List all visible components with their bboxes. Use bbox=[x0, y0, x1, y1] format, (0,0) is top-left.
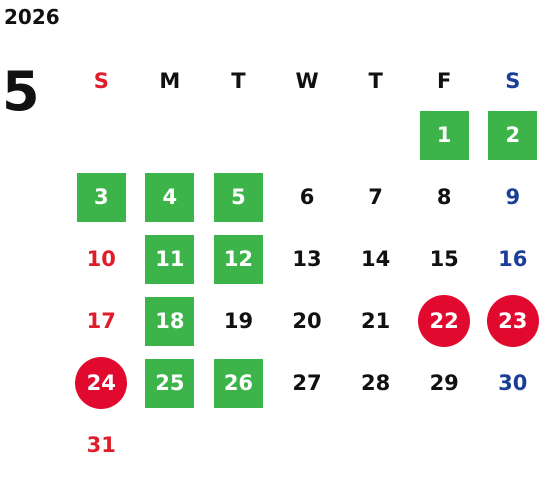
day-number: 27 bbox=[292, 371, 322, 395]
day-number: 26 bbox=[213, 358, 263, 408]
empty-cell bbox=[136, 414, 205, 476]
week-row: 31 bbox=[67, 414, 547, 476]
weekday-header-sun: S bbox=[93, 69, 109, 93]
day-number: 23 bbox=[486, 295, 539, 347]
day-number: 10 bbox=[86, 247, 116, 271]
day-number: 24 bbox=[75, 357, 128, 409]
day-cell-9[interactable]: 9 bbox=[478, 166, 547, 228]
empty-cell bbox=[204, 414, 273, 476]
empty-cell bbox=[136, 104, 205, 166]
empty-cell bbox=[478, 414, 547, 476]
day-number: 21 bbox=[360, 309, 391, 333]
empty-cell bbox=[410, 414, 479, 476]
day-cell-16[interactable]: 16 bbox=[478, 228, 547, 290]
empty-cell bbox=[341, 104, 410, 166]
day-number: 22 bbox=[418, 295, 471, 347]
day-number: 2 bbox=[488, 110, 538, 160]
day-number: 14 bbox=[360, 247, 391, 271]
day-number: 20 bbox=[292, 309, 322, 333]
weekday-header-tue: T bbox=[231, 69, 246, 93]
day-cell-13[interactable]: 13 bbox=[273, 228, 342, 290]
weekday-header-fri: F bbox=[437, 69, 452, 93]
week-row: 24 25 26 27 28 29 30 bbox=[67, 352, 547, 414]
day-number: 5 bbox=[213, 172, 263, 222]
year-label: 2026 bbox=[4, 5, 60, 29]
day-cell-26[interactable]: 26 bbox=[204, 352, 273, 414]
day-number: 8 bbox=[436, 185, 452, 209]
day-cell-17[interactable]: 17 bbox=[67, 290, 136, 352]
day-number: 18 bbox=[145, 296, 195, 346]
day-cell-28[interactable]: 28 bbox=[341, 352, 410, 414]
day-number: 15 bbox=[429, 247, 459, 271]
day-number: 31 bbox=[86, 433, 116, 457]
day-cell-6[interactable]: 6 bbox=[273, 166, 342, 228]
day-cell-27[interactable]: 27 bbox=[273, 352, 342, 414]
day-number: 9 bbox=[505, 185, 521, 209]
week-row: 10 11 12 13 14 15 16 bbox=[67, 228, 547, 290]
day-cell-18[interactable]: 18 bbox=[136, 290, 205, 352]
day-cell-23[interactable]: 23 bbox=[478, 290, 547, 352]
day-cell-21[interactable]: 21 bbox=[341, 290, 410, 352]
day-cell-3[interactable]: 3 bbox=[67, 166, 136, 228]
day-number: 28 bbox=[360, 371, 391, 395]
day-cell-15[interactable]: 15 bbox=[410, 228, 479, 290]
day-number: 11 bbox=[145, 234, 195, 284]
day-cell-10[interactable]: 10 bbox=[67, 228, 136, 290]
month-number: 5 bbox=[2, 60, 40, 123]
day-cell-29[interactable]: 29 bbox=[410, 352, 479, 414]
empty-cell bbox=[273, 104, 342, 166]
day-cell-14[interactable]: 14 bbox=[341, 228, 410, 290]
empty-cell bbox=[204, 104, 273, 166]
day-cell-25[interactable]: 25 bbox=[136, 352, 205, 414]
day-cell-1[interactable]: 1 bbox=[410, 104, 479, 166]
day-cell-7[interactable]: 7 bbox=[341, 166, 410, 228]
day-number: 25 bbox=[145, 358, 195, 408]
weekday-header-mon: M bbox=[159, 69, 181, 93]
day-number: 4 bbox=[145, 172, 195, 222]
weekday-header-thu: T bbox=[368, 69, 383, 93]
day-number: 30 bbox=[498, 371, 528, 395]
day-number: 17 bbox=[86, 309, 116, 333]
day-number: 7 bbox=[368, 185, 383, 209]
empty-cell bbox=[67, 104, 136, 166]
weekday-header-row: S M T W T F S bbox=[67, 58, 547, 104]
weekday-header-wed: W bbox=[295, 69, 319, 93]
day-cell-4[interactable]: 4 bbox=[136, 166, 205, 228]
day-cell-19[interactable]: 19 bbox=[204, 290, 273, 352]
day-cell-24[interactable]: 24 bbox=[67, 352, 136, 414]
day-cell-20[interactable]: 20 bbox=[273, 290, 342, 352]
day-cell-2[interactable]: 2 bbox=[478, 104, 547, 166]
day-number: 6 bbox=[299, 185, 315, 209]
day-number: 12 bbox=[213, 234, 263, 284]
empty-cell bbox=[273, 414, 342, 476]
day-number: 3 bbox=[76, 172, 126, 222]
empty-cell bbox=[341, 414, 410, 476]
weekday-header-sat: S bbox=[505, 69, 521, 93]
day-cell-31[interactable]: 31 bbox=[67, 414, 136, 476]
day-cell-5[interactable]: 5 bbox=[204, 166, 273, 228]
day-number: 29 bbox=[429, 371, 459, 395]
day-cell-22[interactable]: 22 bbox=[410, 290, 479, 352]
week-row: 17 18 19 20 21 22 23 bbox=[67, 290, 547, 352]
day-cell-12[interactable]: 12 bbox=[204, 228, 273, 290]
day-number: 19 bbox=[223, 309, 254, 333]
day-cell-11[interactable]: 11 bbox=[136, 228, 205, 290]
day-cell-30[interactable]: 30 bbox=[478, 352, 547, 414]
day-cell-8[interactable]: 8 bbox=[410, 166, 479, 228]
day-number: 13 bbox=[292, 247, 322, 271]
day-number: 16 bbox=[498, 247, 528, 271]
day-number: 1 bbox=[419, 110, 469, 160]
